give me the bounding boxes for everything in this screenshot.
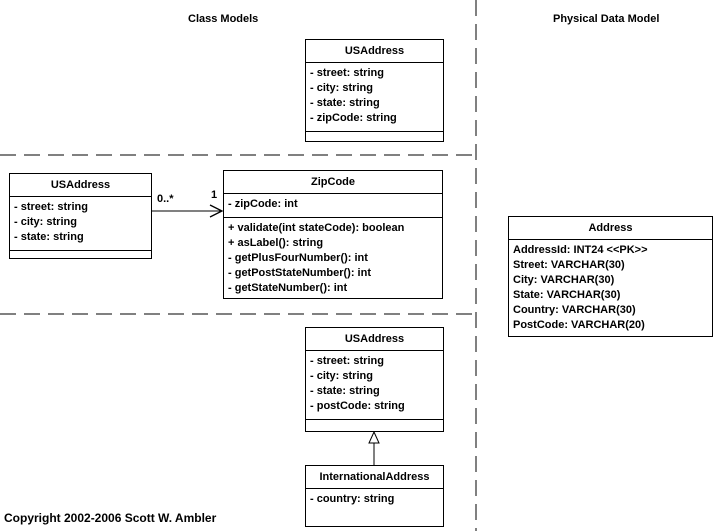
attribute-row: - state: string — [14, 231, 84, 243]
target-multiplicity: 1 — [211, 189, 218, 201]
attributes-section: - country: string — [306, 489, 443, 512]
usaddress-class-bottom[interactable]: USAddress - street: string - city: strin… — [305, 327, 444, 432]
operation-row: - getPostStateNumber(): int — [228, 267, 371, 279]
attribute-row: - zipCode: int — [228, 198, 298, 210]
operations-section — [306, 132, 443, 138]
source-multiplicity: 0..* — [157, 193, 174, 205]
attributes-section: - street: string - city: string - state:… — [306, 351, 443, 420]
attributes-section: - zipCode: int — [224, 194, 442, 218]
class-models-heading: Class Models — [188, 13, 259, 25]
copyright-notice: Copyright 2002-2006 Scott W. Ambler — [4, 511, 217, 525]
zipcode-class[interactable]: ZipCode - zipCode: int + validate(int st… — [223, 170, 443, 299]
attribute-row: - city: string — [310, 370, 373, 382]
class-name: InternationalAddress — [306, 466, 443, 489]
attributes-section: - street: string - city: string - state:… — [306, 63, 443, 132]
address-table[interactable]: Address AddressId: INT24 <<PK>> Street: … — [508, 216, 713, 337]
table-name: Address — [509, 217, 712, 240]
operation-row: + validate(int stateCode): boolean — [228, 222, 405, 234]
column-row: City: VARCHAR(30) — [513, 274, 615, 286]
attribute-row: - street: string — [310, 67, 384, 79]
usaddress-class-middle[interactable]: USAddress - street: string - city: strin… — [9, 173, 152, 259]
operations-section — [306, 420, 443, 426]
column-row: Country: VARCHAR(30) — [513, 304, 636, 316]
columns-section: AddressId: INT24 <<PK>> Street: VARCHAR(… — [509, 240, 712, 338]
operations-section — [10, 251, 151, 257]
operation-row: - getPlusFourNumber(): int — [228, 252, 368, 264]
column-row: State: VARCHAR(30) — [513, 289, 621, 301]
attribute-row: - postCode: string — [310, 400, 405, 412]
operation-row: - getStateNumber(): int — [228, 282, 348, 294]
column-row: Street: VARCHAR(30) — [513, 259, 625, 271]
class-name: USAddress — [10, 174, 151, 197]
attribute-row: - state: string — [310, 97, 380, 109]
class-name: ZipCode — [224, 171, 442, 194]
attribute-row: - zipCode: string — [310, 112, 397, 124]
attribute-row: - country: string — [310, 493, 395, 505]
physical-data-model-heading: Physical Data Model — [553, 13, 660, 25]
operations-section: + validate(int stateCode): boolean + asL… — [224, 218, 442, 301]
international-address-class[interactable]: InternationalAddress - country: string — [305, 465, 444, 527]
operation-row: + asLabel(): string — [228, 237, 324, 249]
column-row: AddressId: INT24 <<PK>> — [513, 244, 648, 256]
attribute-row: - street: string — [14, 201, 88, 213]
association-arrowhead — [209, 204, 224, 218]
column-row: PostCode: VARCHAR(20) — [513, 319, 645, 331]
class-name: USAddress — [306, 40, 443, 63]
usaddress-class-top[interactable]: USAddress - street: string - city: strin… — [305, 39, 444, 142]
attribute-row: - street: string — [310, 355, 384, 367]
class-name: USAddress — [306, 328, 443, 351]
attribute-row: - state: string — [310, 385, 380, 397]
attribute-row: - city: string — [14, 216, 77, 228]
generalization-triangle — [368, 430, 380, 444]
attributes-section: - street: string - city: string - state:… — [10, 197, 151, 251]
attribute-row: - city: string — [310, 82, 373, 94]
